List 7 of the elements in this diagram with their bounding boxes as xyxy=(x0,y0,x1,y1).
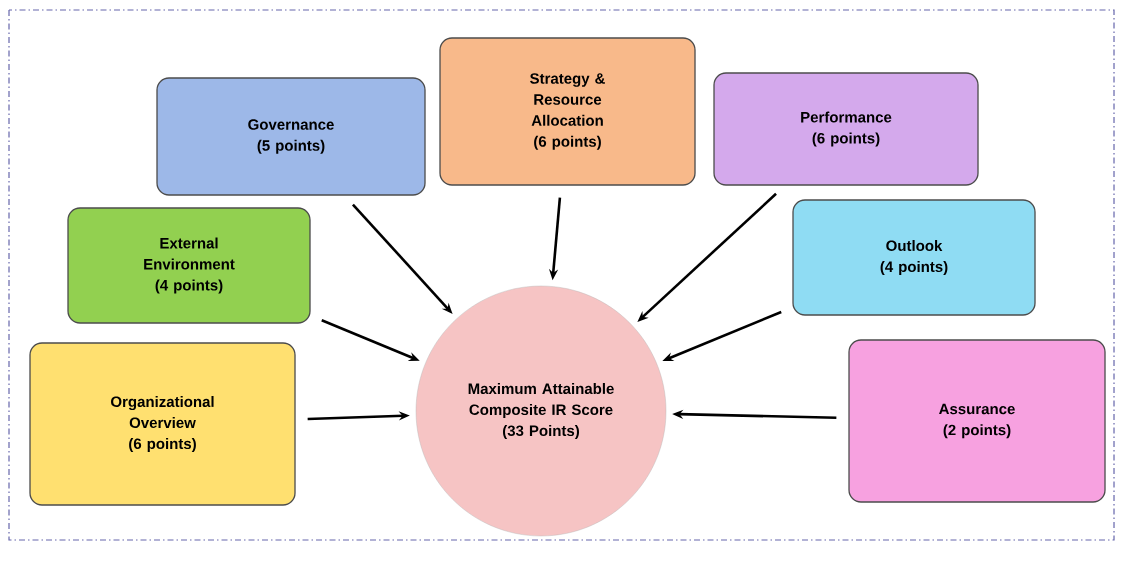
category-box: Performance (6 points) xyxy=(713,72,979,186)
category-box: Strategy & Resource Allocation (6 points) xyxy=(439,37,696,186)
category-box: Outlook (4 points) xyxy=(792,199,1036,316)
category-box: Organizational Overview (6 points) xyxy=(29,342,296,506)
category-box: Governance (5 points) xyxy=(156,77,426,196)
category-box: Assurance (2 points) xyxy=(848,339,1106,503)
category-box: External Environment (4 points) xyxy=(67,207,311,324)
